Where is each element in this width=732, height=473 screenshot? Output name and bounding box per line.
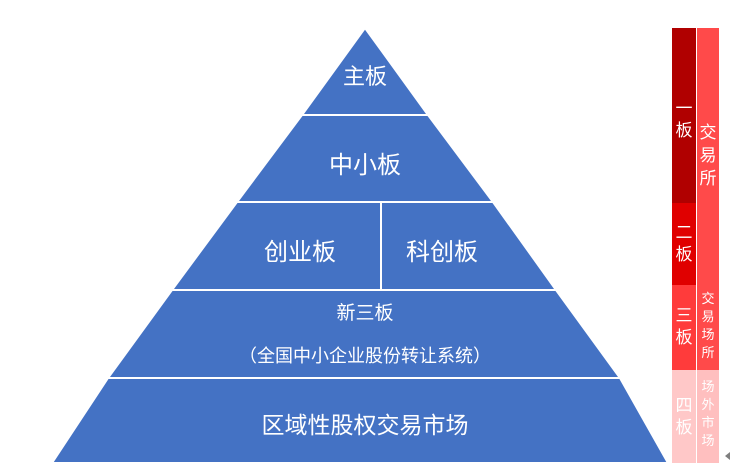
level-3-label: 三板 [675,306,693,348]
regional-equity-label: 区域性股权交易市场 [261,413,469,439]
exchange-bar [697,28,719,285]
tier-regional-equity [50,377,670,464]
scroll-arrow-icon [725,452,730,460]
otc-market-bar [697,370,719,463]
otc-market-label: 场外市场 [701,380,715,449]
level-4-bar [672,370,696,463]
level-1-label: 一板 [675,99,693,141]
exchange-label: 交易所 [699,123,717,189]
level-1-bar [672,28,696,203]
star-market-label: 科创板 [406,238,478,266]
new-third-board-note: （全国中小企业股份转让系统） [239,346,491,367]
main-board-label: 主板 [342,65,387,90]
level-4-label: 四板 [675,396,693,438]
sme-board-label: 中小板 [329,151,401,179]
level-3-bar [672,285,696,370]
level-2-bar [672,203,696,285]
exchange-venue-bar [697,285,719,370]
new-third-board-label: 新三板 [336,302,394,324]
level-2-label: 二板 [675,223,693,265]
exchange-venue-label: 交易场所 [701,292,715,361]
chinext-label: 创业板 [264,238,336,266]
